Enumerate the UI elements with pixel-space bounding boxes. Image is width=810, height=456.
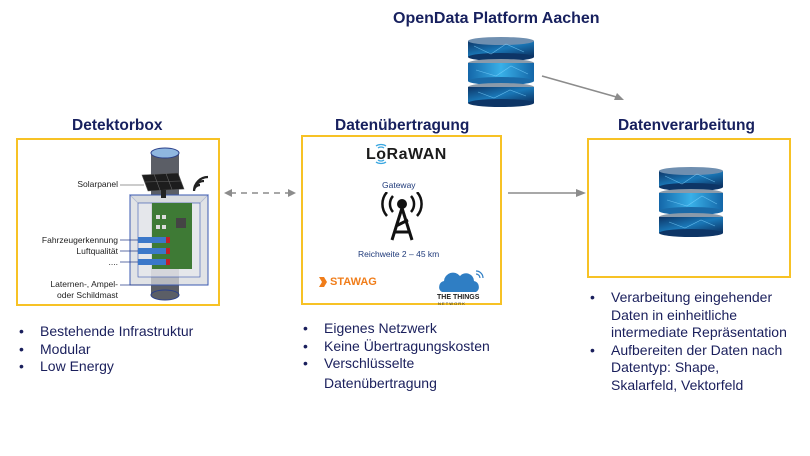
- bullet-item: Aufbereiten der Daten nach Datentyp: Sha…: [587, 342, 787, 395]
- database-icon: [468, 37, 534, 107]
- range-label: Reichweite 2 – 45 km: [358, 249, 440, 259]
- platform-title: OpenData Platform Aachen: [393, 10, 600, 27]
- datenuebertragung-title: Datenübertragung: [335, 117, 470, 134]
- datenverarbeitung-bullets: Verarbeitung eingehender Daten in einhei…: [587, 289, 787, 394]
- lorawan-signal-icon: [375, 143, 387, 165]
- label-more: ....: [108, 257, 118, 267]
- bullet-item: Modular: [16, 341, 193, 359]
- gateway-tower-icon: [381, 192, 423, 241]
- detector-box-illustration: [120, 147, 209, 301]
- bidirectional-dashed-arrow: [224, 189, 296, 197]
- bullet-item: Eigenes Netzwerk: [300, 320, 490, 338]
- label-solarpanel: Solarpanel: [77, 179, 118, 189]
- ttn-cloud-icon: [439, 270, 484, 292]
- ttn-text-line1: THE THINGS: [437, 294, 480, 301]
- label-fahrzeugerkennung: Fahrzeugerkennung: [41, 235, 118, 245]
- gateway-label: Gateway: [382, 180, 416, 190]
- label-luftqualitaet: Luftqualität: [76, 246, 118, 256]
- datenverarbeitung-title: Datenverarbeitung: [618, 117, 755, 134]
- ttn-text-line2: N E T W O R K: [438, 301, 465, 306]
- lorawan-logo: LoRaWAN: [366, 146, 447, 164]
- bullet-continuation: Datenübertragung: [324, 375, 437, 391]
- processing-database-icon: [659, 167, 723, 237]
- lorawan-text: LoRaWAN: [366, 146, 447, 163]
- datenuebertragung-bullets: Eigenes Netzwerk Keine Übertragungskoste…: [300, 320, 490, 373]
- arrow-platform-to-processing: [541, 75, 624, 100]
- bullet-item: Low Energy: [16, 358, 193, 376]
- stawag-logo: STAWAG: [316, 276, 377, 288]
- bullet-item: Verschlüsselte: [300, 355, 490, 373]
- bullet-item: Bestehende Infrastruktur: [16, 323, 193, 341]
- bullet-item: Keine Übertragungskosten: [300, 338, 490, 356]
- stawag-icon: [319, 277, 327, 287]
- stawag-text: STAWAG: [330, 276, 377, 288]
- label-mast-2: oder Schildmast: [57, 290, 118, 300]
- detektorbox-bullets: Bestehende Infrastruktur Modular Low Ene…: [16, 323, 193, 376]
- label-mast-1: Laternen-, Ampel-: [50, 279, 118, 289]
- arrow-transfer-to-processing: [508, 189, 586, 197]
- detektorbox-title: Detektorbox: [72, 117, 163, 134]
- bullet-item: Verarbeitung eingehender Daten in einhei…: [587, 289, 787, 342]
